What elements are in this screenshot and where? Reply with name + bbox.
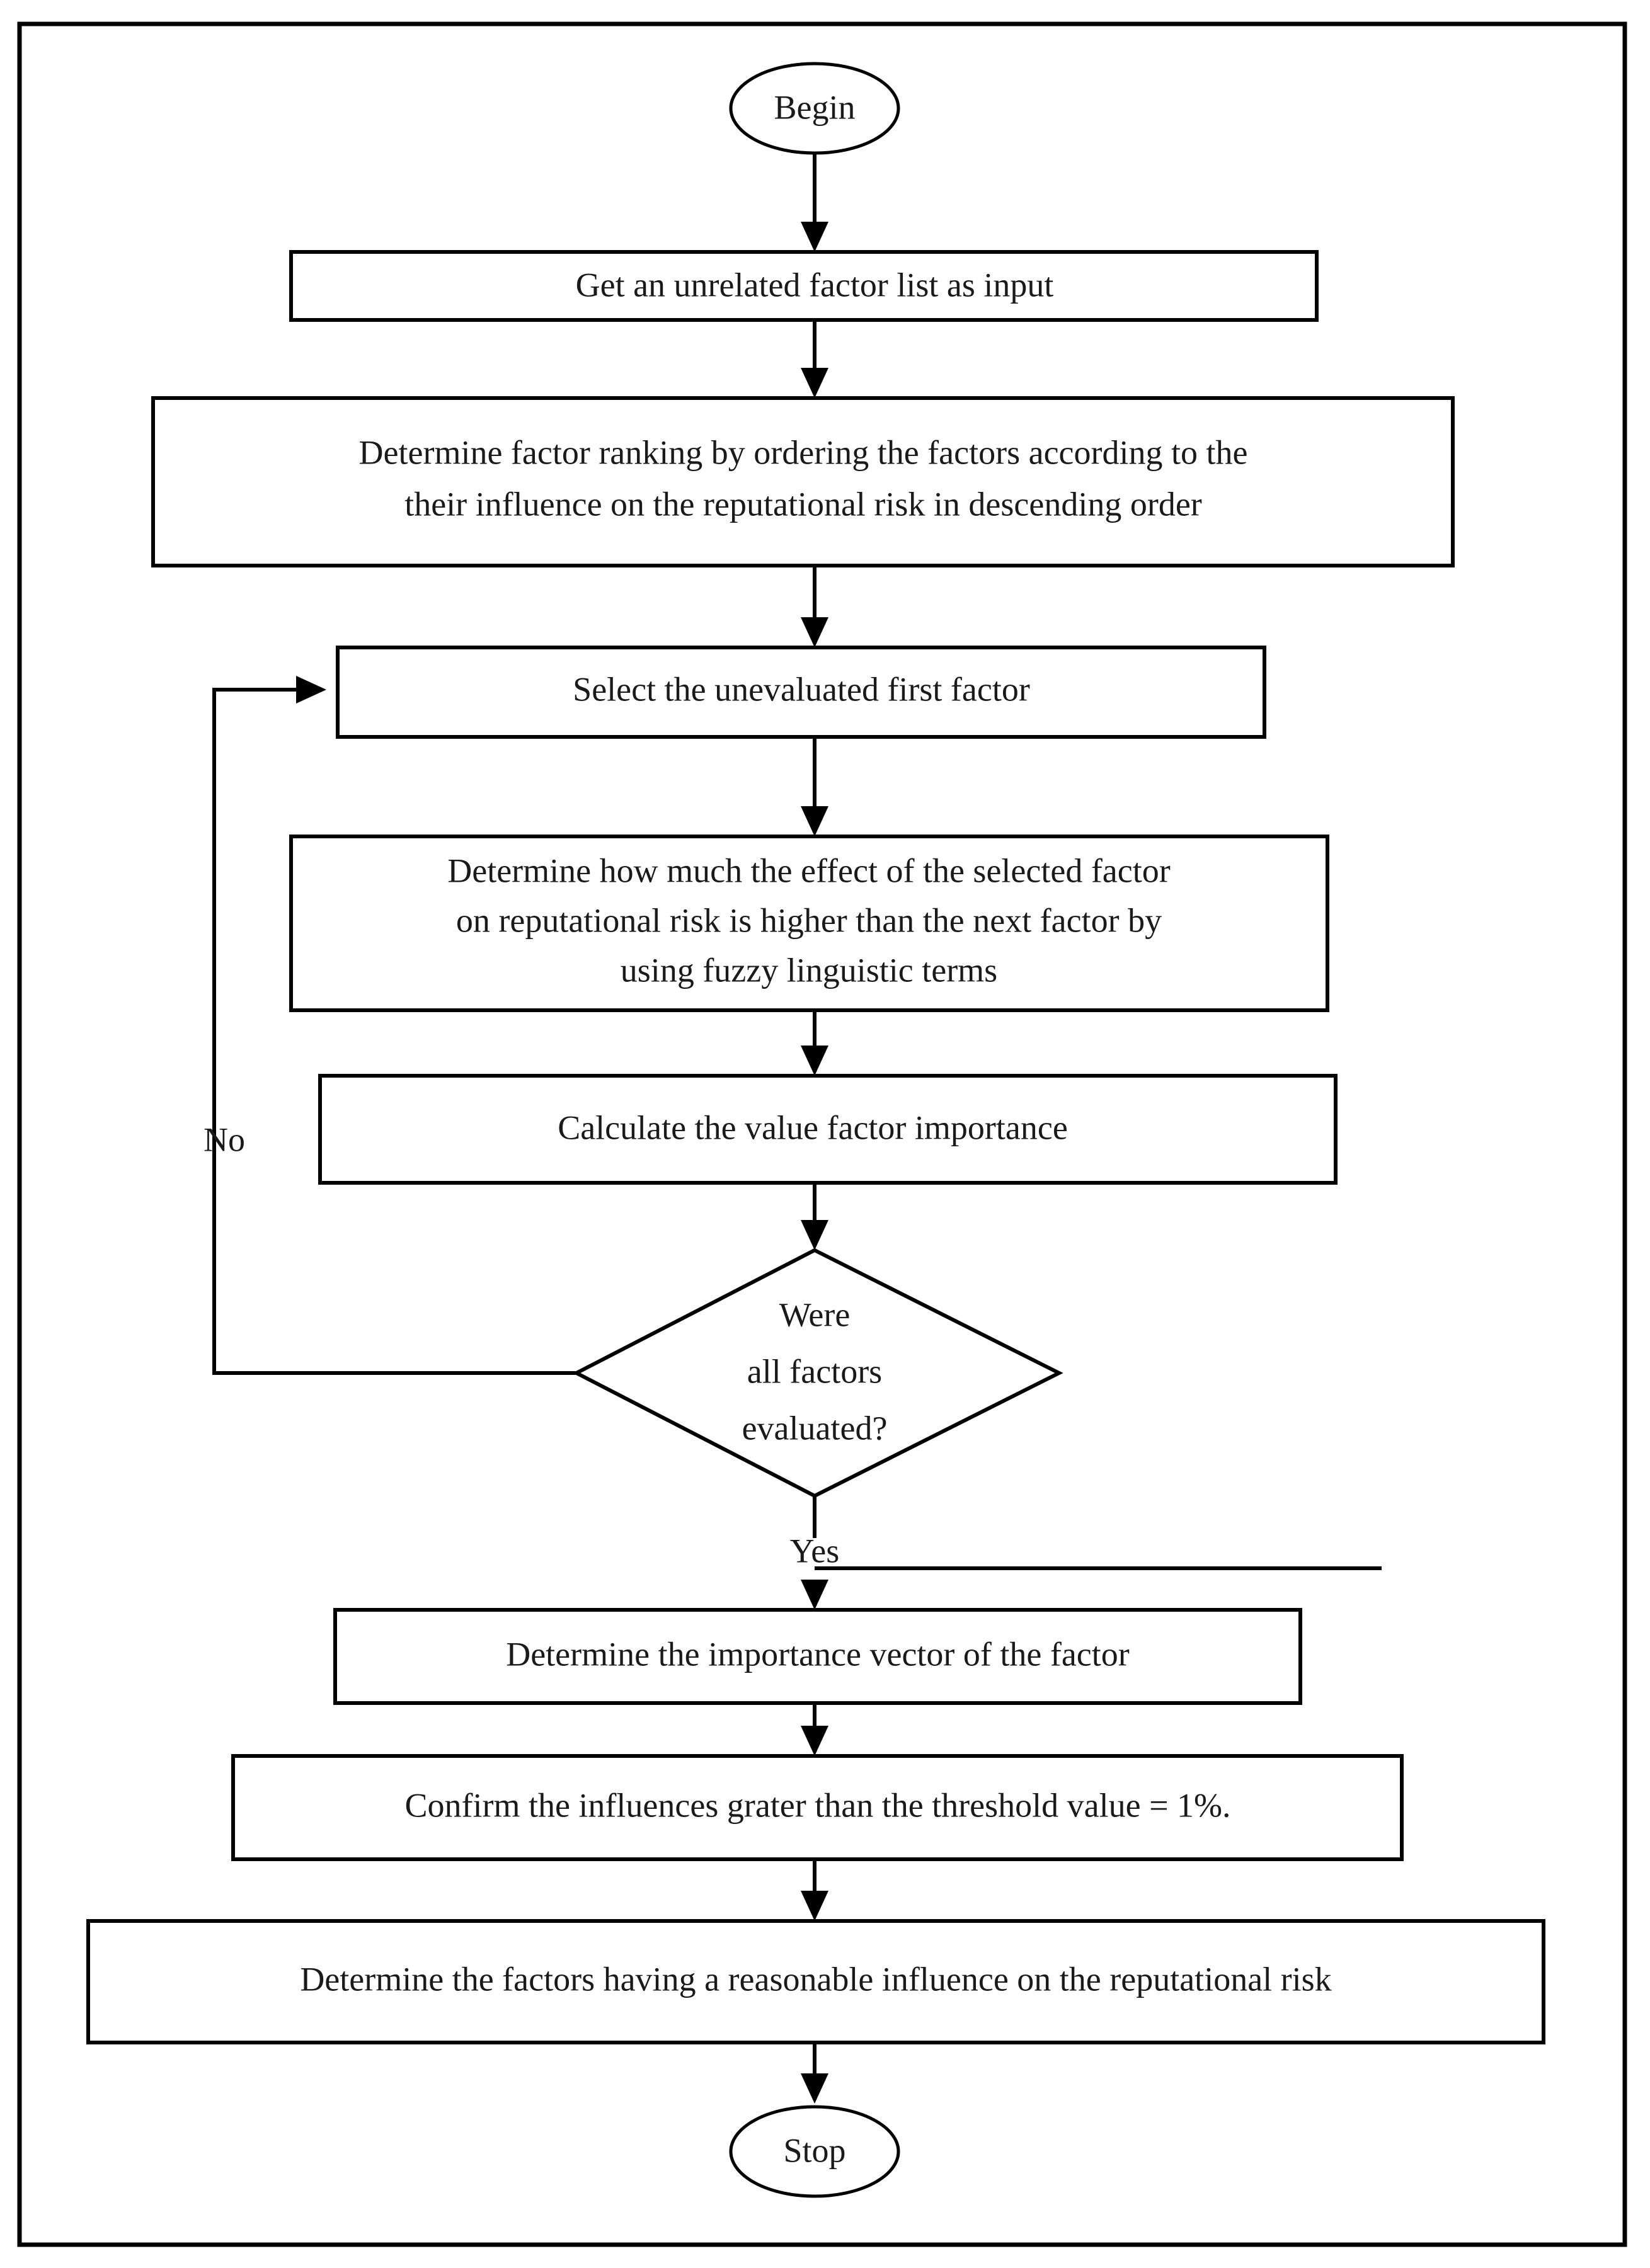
node-select-label: Select the unevaluated first factor: [573, 670, 1030, 708]
threshold-box: [231, 1754, 1404, 1861]
final-box: [86, 1919, 1545, 2044]
node-begin-label: Begin: [774, 88, 856, 126]
node-compare-label-line1: Determine how much the effect of the sel…: [447, 852, 1170, 889]
node-vector-label: Determine the importance vector of the f…: [506, 1635, 1130, 1673]
connector-decision-no-loop: [212, 676, 576, 1375]
node-select[interactable]: Select the unevaluated first factor: [336, 646, 1266, 739]
select-box: [336, 646, 1266, 739]
node-rank[interactable]: Determine factor ranking by ordering the…: [151, 396, 1455, 567]
node-compare-label-line2: on reputational risk is higher than the …: [456, 901, 1162, 939]
node-final[interactable]: Determine the factors having a reasonabl…: [86, 1919, 1545, 2044]
page-border: [17, 21, 1627, 2247]
node-get-input-label: Get an unrelated factor list as input: [576, 266, 1054, 304]
node-vector[interactable]: Determine the importance vector of the f…: [333, 1608, 1302, 1705]
node-decision-label-line2: all factors: [747, 1352, 882, 1390]
node-rank-label-line2: their influence on the reputational risk…: [404, 485, 1202, 523]
edge-label-no: No: [203, 1120, 245, 1158]
connector-rank-to-select: [801, 566, 828, 647]
node-final-label: Determine the factors having a reasonabl…: [300, 1960, 1331, 1998]
edge-label-yes: Yes: [790, 1532, 840, 1570]
decision-diamond: [572, 1248, 1063, 1498]
connector-get-input-to-rank: [801, 320, 828, 398]
connector-calculate-to-decision: [801, 1183, 828, 1250]
connector-select-to-compare: [801, 737, 828, 836]
node-decision-label-line1: Were: [779, 1296, 851, 1333]
rank-box: [151, 396, 1455, 567]
connector-compare-to-calculate: [801, 1010, 828, 1076]
connector-decision-yes: [801, 1496, 1382, 1610]
node-decision-label-line3: evaluated?: [742, 1409, 888, 1447]
vector-box: [333, 1608, 1302, 1705]
node-stop[interactable]: Stop: [729, 2105, 900, 2198]
compare-box: [289, 835, 1329, 1012]
node-threshold-label: Confirm the influences grater than the t…: [404, 1786, 1230, 1824]
node-rank-label-line1: Determine factor ranking by ordering the…: [359, 433, 1248, 471]
begin-ellipse: [729, 62, 900, 155]
node-decision[interactable]: Were all factors evaluated?: [572, 1248, 1063, 1498]
connector-vector-to-threshold: [801, 1703, 828, 1756]
node-get-input[interactable]: Get an unrelated factor list as input: [289, 250, 1319, 322]
node-compare[interactable]: Determine how much the effect of the sel…: [289, 835, 1329, 1012]
node-calculate-label: Calculate the value factor importance: [558, 1108, 1068, 1146]
get-input-box: [289, 250, 1319, 322]
node-compare-label-line3: using fuzzy linguistic terms: [621, 951, 997, 989]
calculate-box: [318, 1074, 1338, 1185]
connector-threshold-to-final: [801, 1859, 828, 1921]
stop-ellipse: [729, 2105, 900, 2198]
node-threshold[interactable]: Confirm the influences grater than the t…: [231, 1754, 1404, 1861]
connector-final-to-stop: [801, 2043, 828, 2104]
node-begin[interactable]: Begin: [729, 62, 900, 155]
node-stop-label: Stop: [783, 2131, 845, 2169]
connector-begin-to-get-input: [801, 153, 828, 252]
node-calculate[interactable]: Calculate the value factor importance: [318, 1074, 1338, 1185]
